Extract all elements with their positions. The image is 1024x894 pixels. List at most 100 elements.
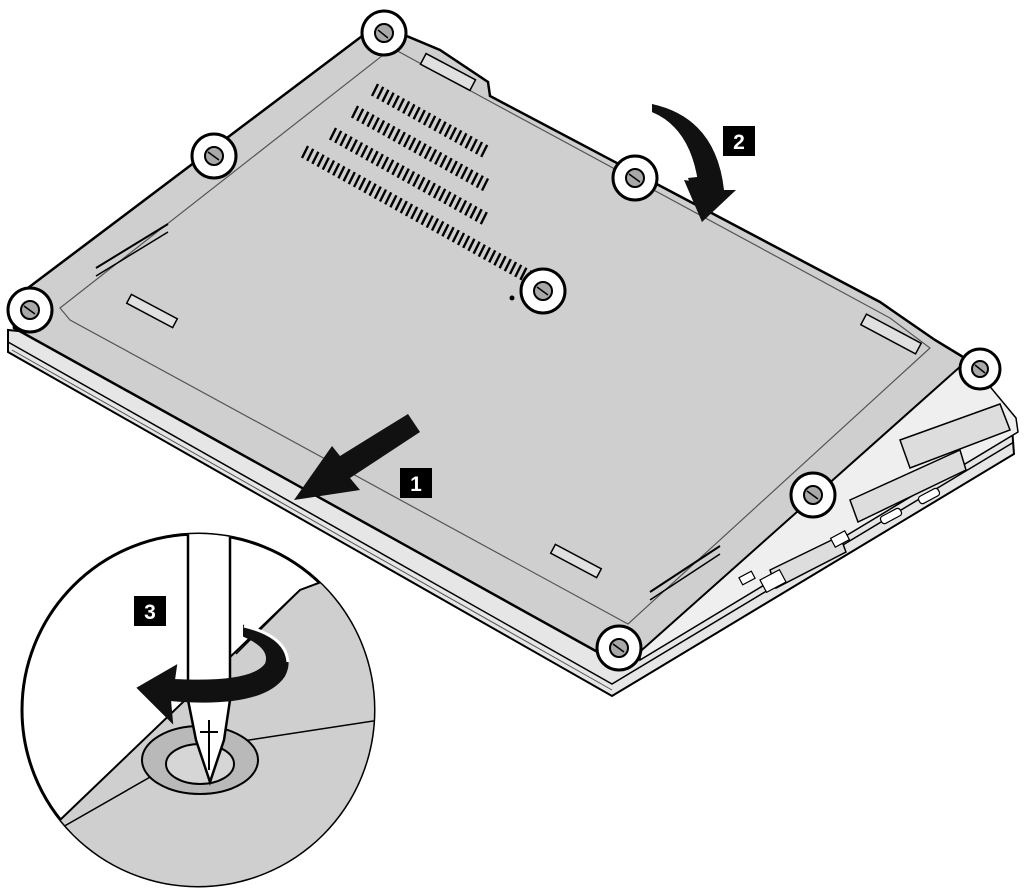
vent-slot [382, 122, 391, 136]
vent-slot [380, 156, 390, 170]
ventilation-grille [300, 83, 544, 290]
vent-slot [422, 179, 431, 193]
vent-slot [306, 148, 315, 162]
vent-slot [453, 197, 462, 211]
vent-slot [430, 217, 440, 232]
vent-slot [438, 188, 447, 202]
screw-4 [611, 154, 659, 202]
vent-slot [342, 168, 351, 182]
vent-slot [470, 172, 479, 186]
vent-slot [415, 209, 424, 223]
screw-5 [519, 267, 567, 315]
vent-slot [412, 106, 421, 120]
vent-slot [358, 177, 367, 191]
vent-slot [428, 148, 438, 163]
step-label-2: 2 [733, 131, 745, 154]
vent-slot [417, 109, 426, 123]
vent-slot [366, 114, 375, 128]
screw-1 [360, 9, 408, 57]
vent-slot [391, 162, 400, 176]
vent-slot [433, 118, 442, 132]
vent-slot [363, 180, 372, 194]
vent-slot [456, 232, 466, 246]
vent-slot [354, 141, 364, 156]
screw-6 [958, 347, 1002, 391]
vent-slot [459, 132, 468, 146]
vent-slot [396, 165, 405, 179]
vent-slot [434, 151, 443, 165]
vent-slot [420, 212, 429, 226]
vent-slot [443, 191, 452, 205]
vent-slot [344, 136, 353, 150]
vent-slot [427, 182, 436, 196]
vent-slot [387, 125, 396, 139]
vent-slot [389, 194, 398, 208]
vent-slot [472, 241, 481, 255]
vent-slot [378, 188, 388, 203]
rotate-arrow-2 [652, 104, 736, 222]
vent-slot [454, 129, 463, 143]
vent-slot [413, 140, 422, 154]
vent-slot [503, 258, 512, 272]
vent-slot [386, 159, 395, 173]
screws [6, 9, 1002, 672]
vent-slot [326, 159, 336, 174]
vent-slot [443, 124, 452, 138]
vent-slot [376, 86, 385, 100]
vent-slot [332, 162, 341, 176]
vent-slot [441, 223, 450, 237]
vent-slot [386, 92, 395, 106]
vent-slot [407, 103, 416, 117]
vent-slot [422, 112, 432, 126]
vent-slot [352, 174, 362, 188]
vent-slot [321, 157, 330, 171]
vent-slot [454, 163, 464, 177]
vent-slot [370, 83, 380, 97]
vent-slot [514, 264, 523, 278]
vent-slot [316, 154, 325, 168]
vent-slot [474, 208, 483, 222]
vent-slot [408, 137, 417, 151]
vent-slot [448, 194, 457, 208]
screw-2 [190, 132, 238, 180]
vent-slot [519, 267, 528, 281]
vent-slot [361, 111, 370, 125]
vent-slot [391, 95, 400, 109]
step-badge-3: 3 [134, 596, 166, 626]
vent-slot [462, 235, 471, 249]
step-badge-1: 1 [400, 468, 432, 498]
vent-slot [401, 168, 410, 182]
vent-slot [446, 226, 455, 240]
vent-slot [402, 100, 411, 114]
vent-slot [488, 249, 497, 263]
step-badge-2: 2 [723, 126, 755, 156]
vent-slot [328, 127, 338, 141]
vent-slot [465, 169, 474, 183]
vent-slot [410, 206, 419, 220]
vent-slot [396, 97, 406, 112]
screw-3 [6, 286, 54, 334]
vent-slot [417, 176, 426, 190]
vent-slot [376, 119, 386, 134]
vent-slot [356, 108, 365, 122]
screw-7 [789, 471, 837, 519]
vent-slot [508, 261, 518, 275]
rotation-arrow-3 [136, 624, 290, 725]
vent-slot [349, 139, 358, 153]
vent-slot [365, 147, 374, 161]
vent-slot [449, 160, 458, 174]
vent-slot [347, 171, 356, 185]
base-cover-panel [10, 22, 971, 662]
vent-slot [460, 166, 469, 180]
vent-slot [469, 205, 478, 219]
vent-slot [498, 255, 507, 269]
step-label-3: 3 [144, 601, 156, 624]
vent-slot [392, 128, 401, 142]
vent-slot [423, 146, 432, 160]
vent-slot [479, 211, 488, 225]
vent-slot [399, 200, 408, 214]
vent-slot [428, 115, 437, 129]
vent-slot [469, 138, 478, 152]
vent-slot [432, 185, 442, 199]
